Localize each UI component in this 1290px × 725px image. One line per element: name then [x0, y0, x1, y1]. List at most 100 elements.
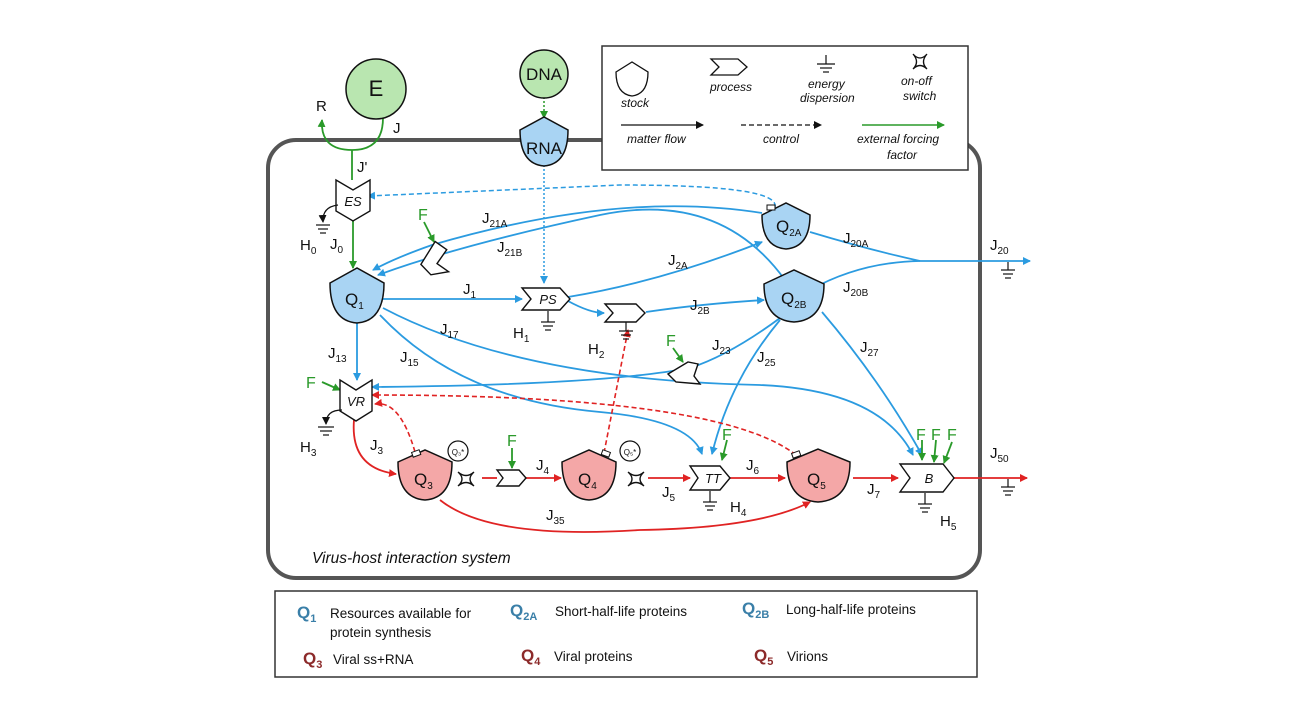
process-TT: TT — [688, 465, 731, 491]
key-q2a-symbol: Q2A — [510, 601, 537, 623]
label-J21B: J21B — [497, 239, 523, 259]
flow-J20A — [809, 231, 921, 262]
flow-J17 — [382, 307, 914, 456]
svg-text:Q3: Q3 — [414, 470, 433, 492]
forcing-label-1: F — [418, 207, 428, 224]
label-H3: H3 — [300, 439, 317, 459]
label-J: J — [393, 120, 401, 137]
svg-text:Q₃*: Q₃* — [452, 448, 465, 457]
node-Q2A: Q2A — [761, 202, 811, 250]
svg-text:E: E — [369, 76, 384, 101]
legend-stock-icon — [615, 61, 649, 97]
svg-text:B: B — [925, 471, 934, 486]
forcing-arrow-1 — [423, 221, 435, 243]
legend-energy-label-2: dispersion — [800, 91, 855, 105]
legend-switch-icon — [912, 53, 928, 70]
svg-text:Q5: Q5 — [807, 470, 826, 492]
label-H5: H5 — [940, 513, 957, 533]
node-Q3: Q3 — [397, 449, 453, 501]
svg-text:ES: ES — [344, 194, 362, 209]
flow-J21A — [372, 205, 763, 271]
key-q4-symbol: Q4 — [521, 646, 541, 668]
forcing-label-8: F — [947, 427, 957, 444]
variable-key: Q1 Resources available for protein synth… — [274, 590, 978, 678]
key-q2b-text: Long-half-life proteins — [786, 602, 916, 617]
label-J2B: J2B — [690, 297, 710, 317]
label-J27: J27 — [860, 339, 879, 359]
flow-J2A — [567, 240, 763, 298]
control-Q2A-ES — [367, 184, 776, 208]
control-Q4-H2process — [603, 329, 631, 454]
legend-process-label: process — [709, 80, 752, 94]
legend-switch-label-2: switch — [903, 89, 937, 103]
label-J21A: J21A — [482, 210, 508, 230]
label-J0: J0 — [330, 236, 344, 256]
forcing-label-6: F — [916, 427, 926, 444]
process-F-J23 — [666, 361, 702, 385]
node-E: E — [345, 58, 407, 120]
ground-icons — [316, 204, 1015, 513]
node-DNA: DNA — [519, 49, 569, 99]
process-PS: PS — [520, 287, 571, 311]
system-label: Virus-host interaction system — [312, 550, 511, 567]
key-q1-text-2: protein synthesis — [330, 625, 432, 640]
label-J6: J6 — [746, 457, 760, 477]
key-q2b-symbol: Q2B — [742, 599, 769, 621]
switch-icon-Q3 — [457, 471, 475, 487]
key-q3-symbol: Q3 — [303, 649, 322, 671]
key-q2a-text: Short-half-life proteins — [555, 604, 687, 619]
label-R: R — [316, 98, 327, 115]
label-H2: H2 — [588, 341, 605, 361]
forcing-label-2: F — [306, 375, 316, 392]
label-H0: H0 — [300, 237, 317, 257]
svg-text:Q2B: Q2B — [781, 289, 807, 311]
node-Q4: Q4 — [561, 449, 617, 501]
label-H1: H1 — [513, 325, 530, 345]
forcing-label-5: F — [722, 427, 732, 444]
legend-energy-icon — [817, 55, 835, 73]
key-q5-text: Virions — [787, 649, 828, 664]
key-q4-text: Viral proteins — [554, 649, 633, 664]
key-q1-symbol: Q1 — [297, 603, 316, 625]
node-Q5: Q5 — [786, 448, 851, 503]
label-J25: J25 — [757, 349, 776, 369]
switch-icon-Q4 — [627, 471, 645, 487]
label-J20B: J20B — [843, 279, 869, 299]
forcing-label-4: F — [666, 333, 676, 350]
forcing-arrow-8 — [942, 441, 953, 464]
node-Q2B: Q2B — [763, 269, 825, 323]
switch-marker-Q5star: Q₅* — [619, 440, 641, 462]
label-J20: J20 — [990, 237, 1009, 257]
control-Q3-VR — [374, 398, 416, 453]
legend-energy-label-1: energy — [808, 77, 846, 91]
flow-J2B-b — [645, 296, 765, 313]
label-J7: J7 — [867, 481, 881, 501]
label-J23: J23 — [712, 337, 731, 357]
label-J20A: J20A — [843, 230, 869, 250]
label-J1: J1 — [463, 281, 477, 301]
node-RNA: RNA — [519, 116, 569, 167]
flow-J35 — [439, 499, 811, 533]
control-Q5-VR — [371, 391, 797, 456]
label-J35: J35 — [546, 507, 565, 527]
label-H4: H4 — [730, 499, 747, 519]
flow-J3 — [352, 419, 397, 478]
svg-text:Q2A: Q2A — [776, 217, 802, 239]
flow-J25 — [709, 319, 781, 455]
process-F-J21 — [420, 240, 451, 276]
legend-control-label: control — [763, 132, 799, 146]
label-J15: J15 — [400, 349, 419, 369]
label-J4: J4 — [536, 457, 550, 477]
label-J2A: J2A — [668, 252, 688, 272]
forcing-arrow-2 — [321, 381, 341, 391]
flow-J2B-a — [567, 300, 605, 317]
forcing-label-3: F — [507, 433, 517, 450]
svg-text:Q1: Q1 — [345, 290, 364, 312]
label-J13: J13 — [328, 345, 347, 365]
label-J3: J3 — [370, 437, 384, 457]
process-H2 — [603, 303, 646, 323]
process-J4 — [495, 469, 527, 487]
process-VR: VR — [339, 378, 373, 422]
forcing-label-7: F — [931, 427, 941, 444]
